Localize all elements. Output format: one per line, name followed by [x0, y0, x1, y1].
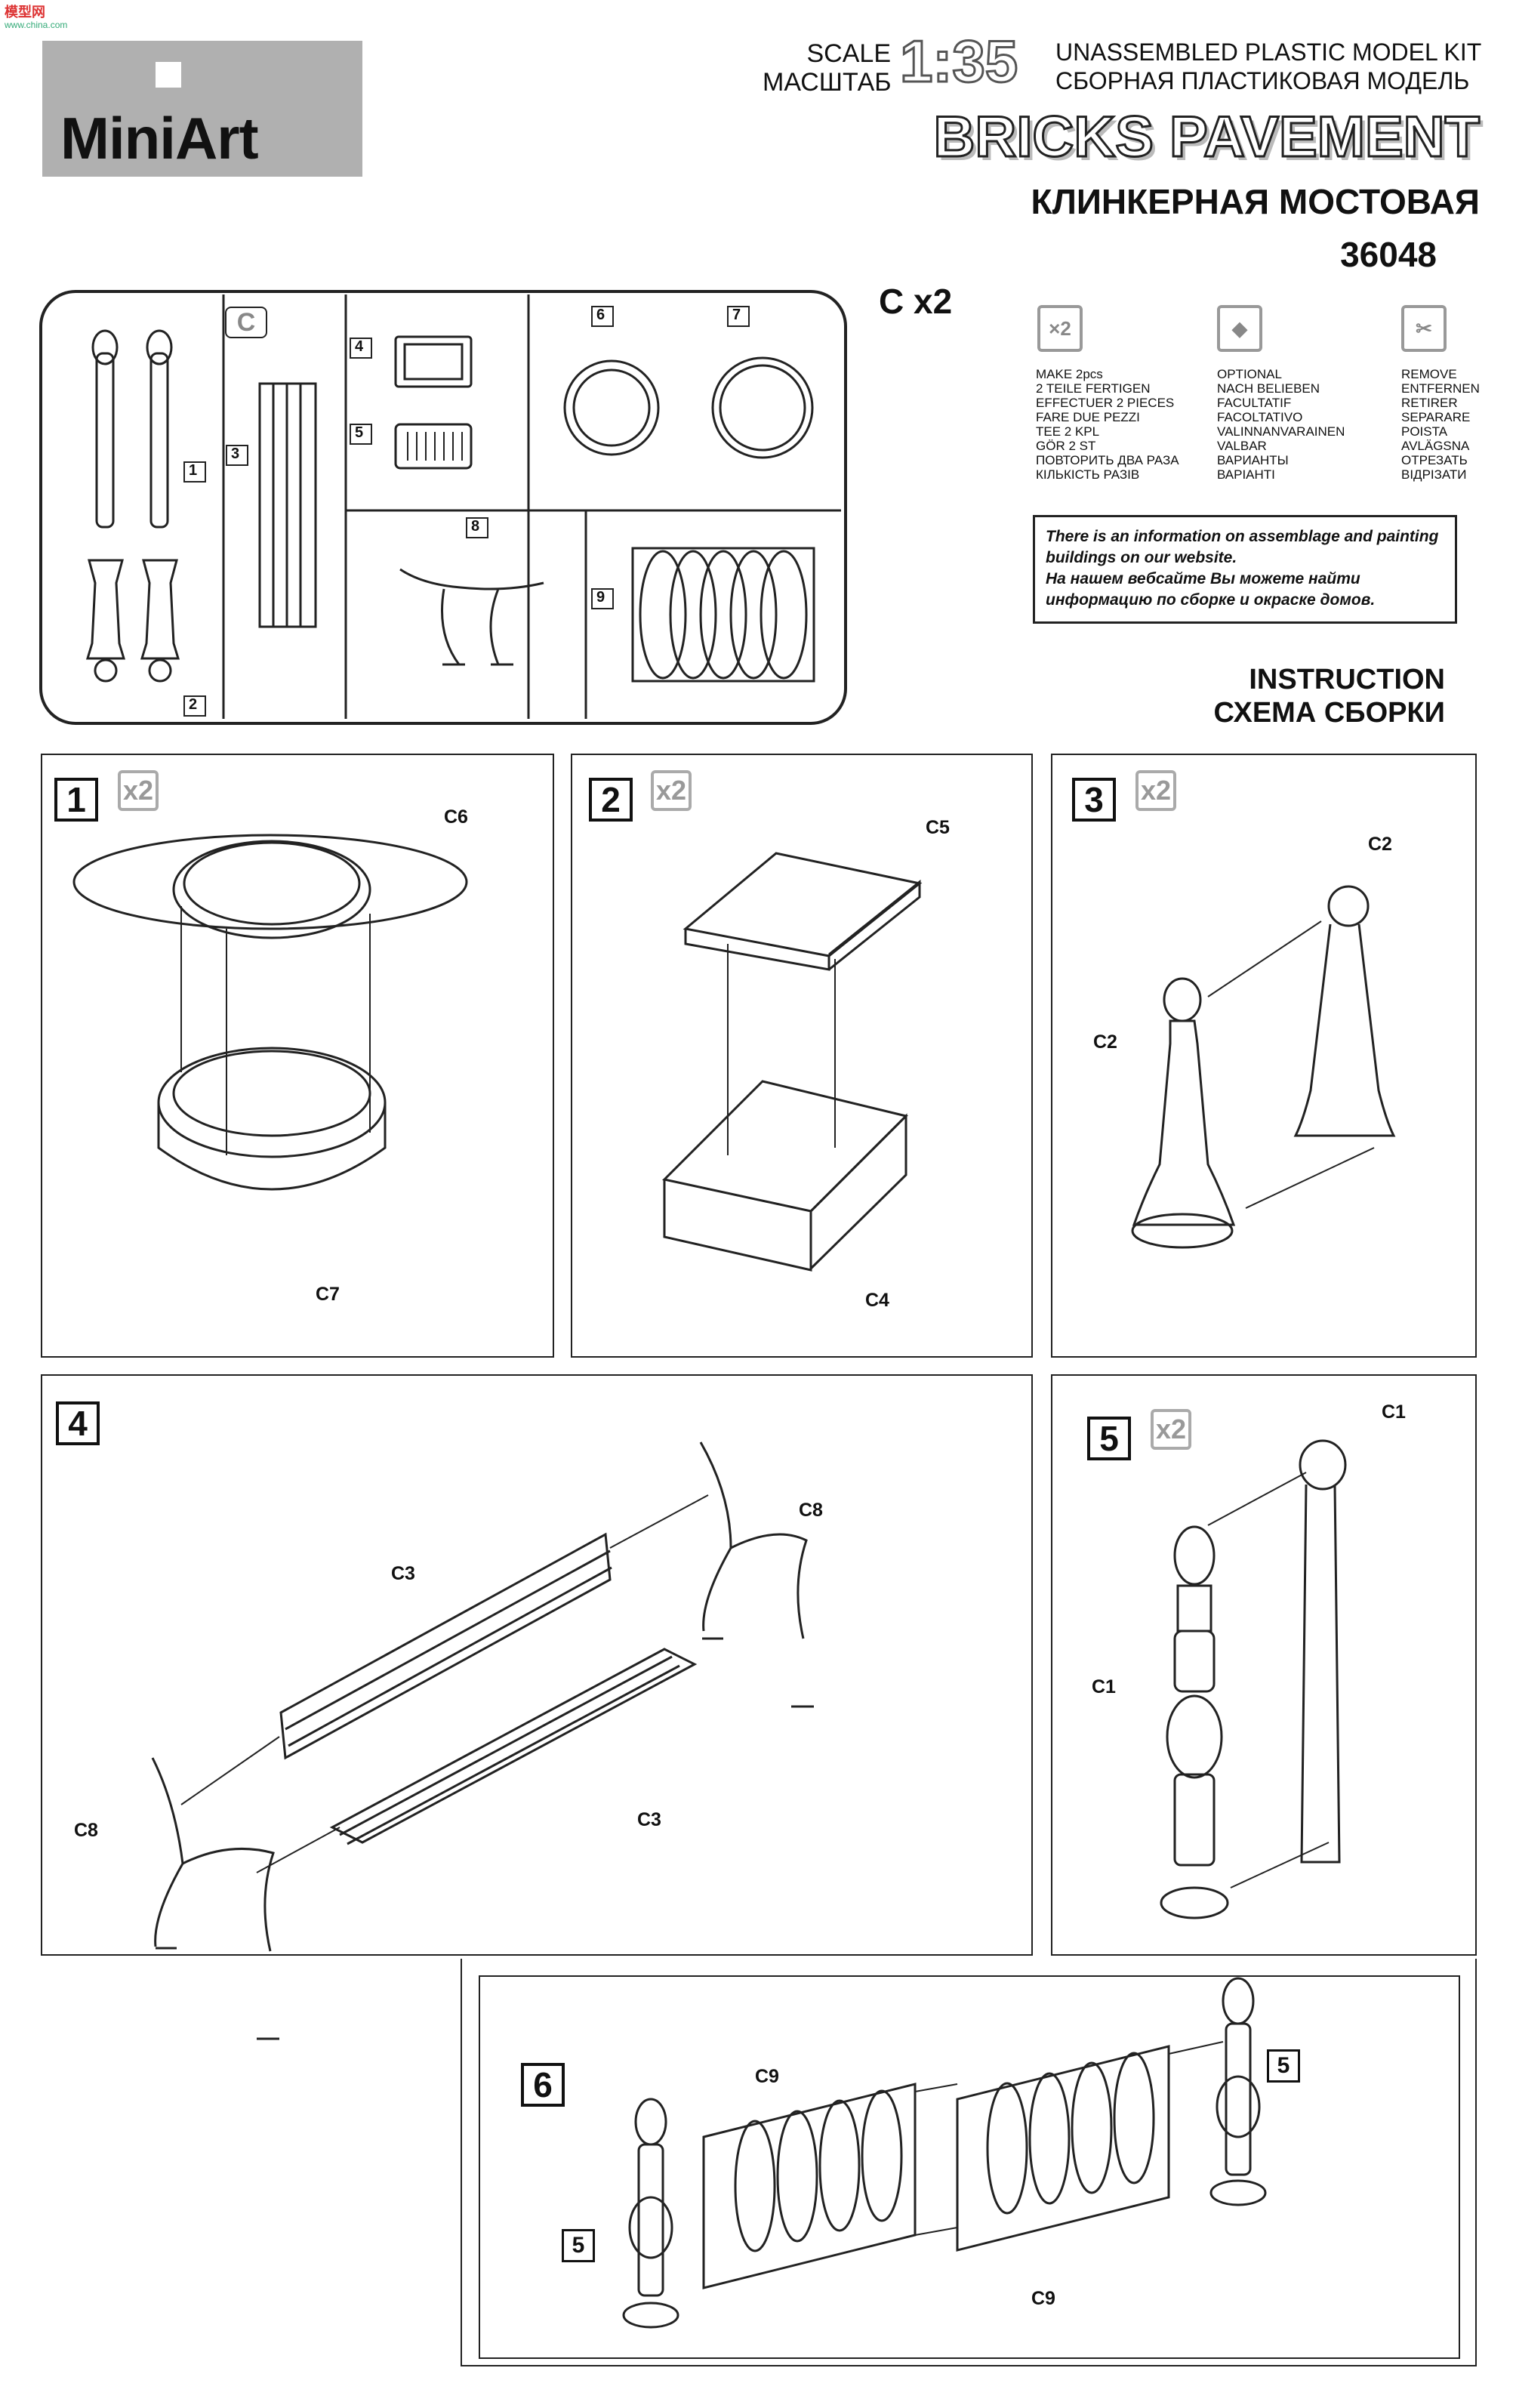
step-6-panel: [479, 1975, 1460, 2359]
x2-icon: ×2: [1037, 305, 1083, 352]
part-label-c1-top: C1: [1382, 1401, 1406, 1423]
step-number-4: 4: [56, 1401, 100, 1445]
brand-logo: MiniArt: [42, 41, 362, 177]
sprue-part-number: 6: [596, 307, 605, 323]
scale-value: 1:35: [898, 28, 1018, 94]
step-1-x2-icon: x2: [118, 770, 159, 811]
scale-label-en: SCALE: [806, 39, 892, 68]
sprue-part-number: 2: [189, 696, 198, 713]
logo-square-icon: [156, 62, 181, 88]
step-number-6: 6: [521, 2063, 565, 2107]
kit-type: UNASSEMBLED PLASTIC MODEL KIT СБОРНАЯ ПЛ…: [1055, 38, 1481, 95]
part-label-c5: C5: [926, 817, 950, 838]
step-2-panel: [571, 754, 1033, 1358]
step-5-panel: [1051, 1374, 1477, 1956]
scale-label: SCALE МАСШТАБ: [763, 39, 892, 97]
kit-title-ru: КЛИНКЕРНАЯ МОСТОВАЯ: [1031, 182, 1480, 221]
sprue-letter: C: [225, 307, 267, 338]
part-label-c9-top: C9: [755, 2066, 779, 2087]
step-number-3: 3: [1072, 778, 1116, 822]
step-1-drawing: [72, 834, 468, 1191]
instruction-en: INSTRUCTION: [1249, 664, 1445, 695]
sprue-part-number: 7: [732, 307, 741, 323]
step-3-x2-icon: x2: [1135, 770, 1176, 811]
part-label-c3-bottom: C3: [637, 1809, 661, 1830]
step-number-2: 2: [589, 778, 633, 822]
part-label-c4: C4: [865, 1290, 889, 1311]
part-label-c2-top: C2: [1368, 834, 1392, 855]
sprue-part-9: [631, 547, 815, 683]
step-4-panel: [41, 1374, 1033, 1956]
step-ref-5-left: 5: [562, 2229, 595, 2262]
kit-title: BRICKS PAVEMENT: [932, 104, 1481, 171]
sprue-part-number: 8: [471, 518, 480, 535]
part-label-c1-left: C1: [1092, 1676, 1116, 1697]
step-4-drawing: [151, 1441, 814, 2040]
sprue-part-5: [394, 423, 473, 470]
sprue-part-posts: [85, 329, 180, 683]
part-label-c7: C7: [316, 1284, 340, 1305]
part-label-c8-right: C8: [799, 1500, 823, 1521]
instruction-ru: СХЕМА СБОРКИ: [1213, 697, 1445, 729]
scale-label-ru: МАСШТАБ: [763, 68, 892, 97]
cut-icon: ✂: [1401, 305, 1447, 352]
website-info-box: There is an information on assemblage an…: [1033, 515, 1457, 624]
step-6-outer-panel: [461, 1959, 1477, 2366]
sprue-part-number: 4: [355, 338, 364, 355]
sprue-part-number: 9: [596, 589, 605, 606]
step-2-drawing: [661, 852, 923, 1272]
kit-type-ru: СБОРНАЯ ПЛАСТИКОВАЯ МОДЕЛЬ: [1055, 67, 1470, 94]
watermark-url: www.china.com: [5, 20, 68, 30]
step-6-drawing: [622, 1977, 1267, 2329]
brand-name: MiniArt: [60, 105, 259, 171]
sprue-part-7: [711, 356, 814, 459]
instruction-heading: INSTRUCTION СХЕМА СБОРКИ: [1213, 663, 1445, 729]
kit-number: 36048: [1340, 235, 1437, 274]
step-2-x2-icon: x2: [651, 770, 692, 811]
step-ref-5-right: 5: [1267, 2049, 1300, 2083]
sprue-part-8: [399, 568, 544, 666]
website-info-ru: На нашем вебсайте Вы можете найти информ…: [1046, 570, 1376, 609]
step-1-panel: [41, 754, 554, 1358]
sprue-part-bench-slats: [258, 382, 317, 628]
part-label-c9-bottom: C9: [1031, 2288, 1055, 2309]
watermark-logo: 模型网: [5, 5, 45, 20]
kit-type-en: UNASSEMBLED PLASTIC MODEL KIT: [1055, 39, 1482, 66]
sprue-count: C x2: [879, 282, 953, 321]
sprue-part-6: [563, 359, 660, 456]
sprue-part-4: [394, 335, 473, 388]
step-number-5: 5: [1087, 1417, 1131, 1460]
step-3-panel: [1051, 754, 1477, 1358]
part-label-c3-top: C3: [391, 1563, 415, 1584]
sprue-part-number: 1: [189, 462, 198, 479]
step-3-drawing: [1131, 885, 1396, 1249]
optional-icon: ◆: [1217, 305, 1262, 352]
part-label-c8-left: C8: [74, 1820, 98, 1841]
sprue-part-number: 5: [355, 424, 364, 441]
step-5-x2-icon: x2: [1151, 1409, 1191, 1450]
step-5-drawing: [1160, 1439, 1347, 1919]
step-number-1: 1: [54, 778, 98, 822]
website-info-en: There is an information on assemblage an…: [1046, 528, 1439, 566]
part-label-c6: C6: [444, 806, 468, 828]
part-label-c2-left: C2: [1093, 1031, 1117, 1053]
sprue-frame: [39, 290, 847, 725]
sprue-part-number: 3: [231, 446, 240, 462]
